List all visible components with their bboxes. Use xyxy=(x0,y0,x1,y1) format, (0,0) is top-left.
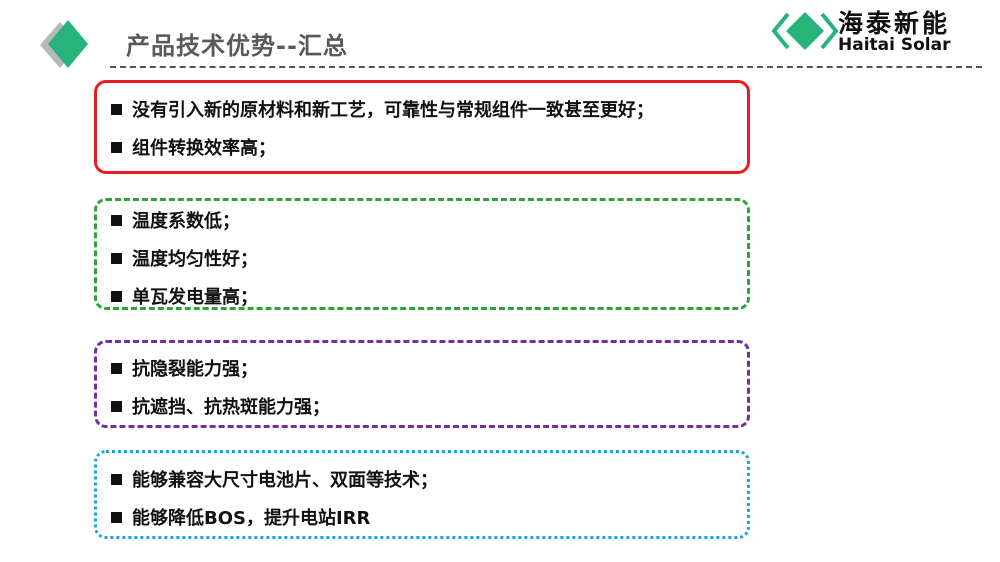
list-item: 抗隐裂能力强； xyxy=(97,349,747,387)
title-divider xyxy=(110,66,982,68)
list-item: 组件转换效率高； xyxy=(97,128,747,166)
logo-text-en: Haitai Solar xyxy=(838,35,951,55)
bullet-icon xyxy=(111,400,122,412)
item-text: 没有引入新的原材料和新工艺，可靠性与常规组件一致甚至更好； xyxy=(132,100,654,121)
advantage-group-reliability: 没有引入新的原材料和新工艺，可靠性与常规组件一致甚至更好； 组件转换效率高； xyxy=(94,80,750,174)
bullet-icon xyxy=(111,141,122,153)
item-text: 抗遮挡、抗热斑能力强； xyxy=(132,397,330,418)
item-text: 温度均匀性好； xyxy=(132,249,258,270)
bullet-icon xyxy=(111,214,122,226)
list-item: 能够降低BOS，提升电站IRR xyxy=(97,498,747,536)
page-title: 产品技术优势--汇总 xyxy=(126,32,348,60)
list-item: 单瓦发电量高； xyxy=(97,277,747,315)
item-text: 能够降低BOS，提升电站IRR xyxy=(132,508,371,529)
list-item: 没有引入新的原材料和新工艺，可靠性与常规组件一致甚至更好； xyxy=(97,90,747,128)
logo-text-cn: 海泰新能 xyxy=(838,9,951,38)
item-text: 单瓦发电量高； xyxy=(132,287,258,308)
list-item: 温度均匀性好； xyxy=(97,239,747,277)
bullet-icon xyxy=(111,103,122,115)
bullet-icon xyxy=(111,362,122,374)
bullet-icon xyxy=(111,290,122,302)
list-item: 温度系数低； xyxy=(97,201,747,239)
item-text: 温度系数低； xyxy=(132,211,240,232)
item-text: 组件转换效率高； xyxy=(132,138,276,159)
advantage-group-robustness: 抗隐裂能力强； 抗遮挡、抗热斑能力强； xyxy=(94,340,750,428)
item-text: 能够兼容大尺寸电池片、双面等技术； xyxy=(132,470,438,491)
list-item: 能够兼容大尺寸电池片、双面等技术； xyxy=(97,460,747,498)
advantage-group-compatibility: 能够兼容大尺寸电池片、双面等技术； 能够降低BOS，提升电站IRR xyxy=(94,450,750,539)
advantage-group-temperature: 温度系数低； 温度均匀性好； 单瓦发电量高； xyxy=(94,198,750,310)
bullet-icon xyxy=(111,511,122,523)
item-text: 抗隐裂能力强； xyxy=(132,359,258,380)
bullet-icon xyxy=(111,252,122,264)
haitai-logo-icon xyxy=(771,12,839,50)
list-item: 抗遮挡、抗热斑能力强； xyxy=(97,387,747,425)
bullet-icon xyxy=(111,473,122,485)
